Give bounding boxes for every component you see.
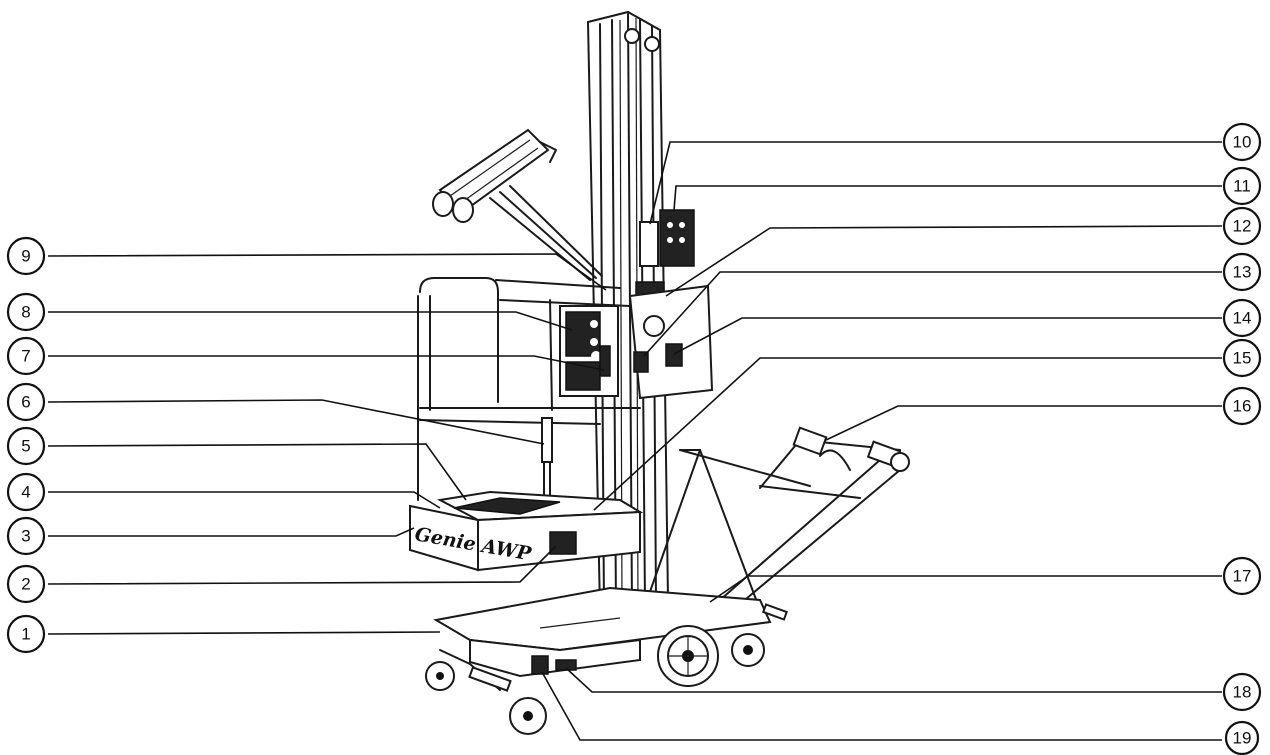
callout-4: 4 (6, 472, 46, 512)
leader-line-7 (48, 355, 605, 371)
work-light (432, 128, 603, 281)
leader-line-3 (48, 527, 415, 537)
leader-line-14 (673, 317, 1222, 355)
leader-line-15 (593, 357, 1222, 511)
machine-illustration: Genie AWP (409, 10, 910, 735)
callouts-left: 1 2 3 4 5 6 7 8 9 (6, 236, 46, 654)
svg-text:1: 1 (21, 625, 30, 644)
leader-line-6 (47, 399, 545, 445)
leader-line-17 (709, 575, 1222, 603)
leader-line-2 (47, 545, 557, 585)
callout-15: 15 (1222, 338, 1262, 378)
callout-10: 10 (1222, 122, 1262, 162)
svg-text:2: 2 (21, 575, 30, 594)
svg-text:7: 7 (21, 347, 30, 366)
svg-text:9: 9 (21, 247, 30, 266)
callout-19: 19 (1224, 720, 1260, 755)
leader-line-8 (48, 311, 573, 331)
leader-line-12 (665, 225, 1223, 297)
leader-line-13 (643, 271, 1222, 357)
wheels (425, 603, 788, 735)
callout-11: 11 (1222, 166, 1262, 206)
callout-2: 2 (6, 564, 46, 604)
platform-basket: Genie AWP (409, 490, 644, 572)
callout-17: 17 (1222, 556, 1262, 596)
svg-text:5: 5 (21, 437, 30, 456)
svg-text:19: 19 (1233, 729, 1252, 748)
leader-line-9 (47, 253, 607, 291)
callout-9: 9 (6, 236, 46, 276)
svg-text:6: 6 (21, 393, 30, 412)
callout-13: 13 (1222, 252, 1262, 292)
callout-18: 18 (1222, 672, 1262, 712)
svg-text:16: 16 (1233, 397, 1252, 416)
svg-text:13: 13 (1233, 263, 1252, 282)
svg-text:10: 10 (1233, 133, 1252, 152)
base-chassis (433, 586, 772, 692)
callouts-right: 10 11 12 13 14 15 16 17 18 19 (1222, 122, 1262, 755)
svg-text:11: 11 (1233, 177, 1251, 196)
power-unit (628, 284, 714, 400)
callout-5: 5 (6, 426, 46, 466)
leader-line-5 (47, 443, 467, 501)
svg-text:12: 12 (1233, 217, 1252, 236)
svg-text:17: 17 (1233, 567, 1252, 586)
svg-text:14: 14 (1233, 309, 1252, 328)
leader-line-18 (565, 667, 1222, 693)
outrigger-assembly (639, 426, 910, 621)
svg-text:4: 4 (21, 483, 30, 502)
leader-line-4 (48, 491, 441, 509)
svg-text:18: 18 (1233, 683, 1252, 702)
callout-3: 3 (6, 516, 46, 556)
leader-lines (47, 141, 1223, 741)
leader-line-16 (825, 405, 1222, 441)
callout-8: 8 (6, 292, 46, 332)
leader-line-1 (47, 631, 441, 635)
callout-1: 1 (6, 614, 46, 654)
svg-text:3: 3 (21, 527, 30, 546)
platform-control-box (559, 305, 619, 397)
leader-line-10 (649, 141, 1222, 225)
callout-16: 16 (1222, 386, 1262, 426)
leader-line-11 (673, 185, 1222, 211)
svg-text:15: 15 (1233, 349, 1252, 368)
callout-12: 12 (1222, 206, 1262, 246)
callout-6: 6 (6, 382, 46, 422)
leader-line-19 (541, 671, 1222, 741)
callout-14: 14 (1222, 298, 1262, 338)
svg-text:8: 8 (21, 303, 30, 322)
callout-7: 7 (6, 336, 46, 376)
